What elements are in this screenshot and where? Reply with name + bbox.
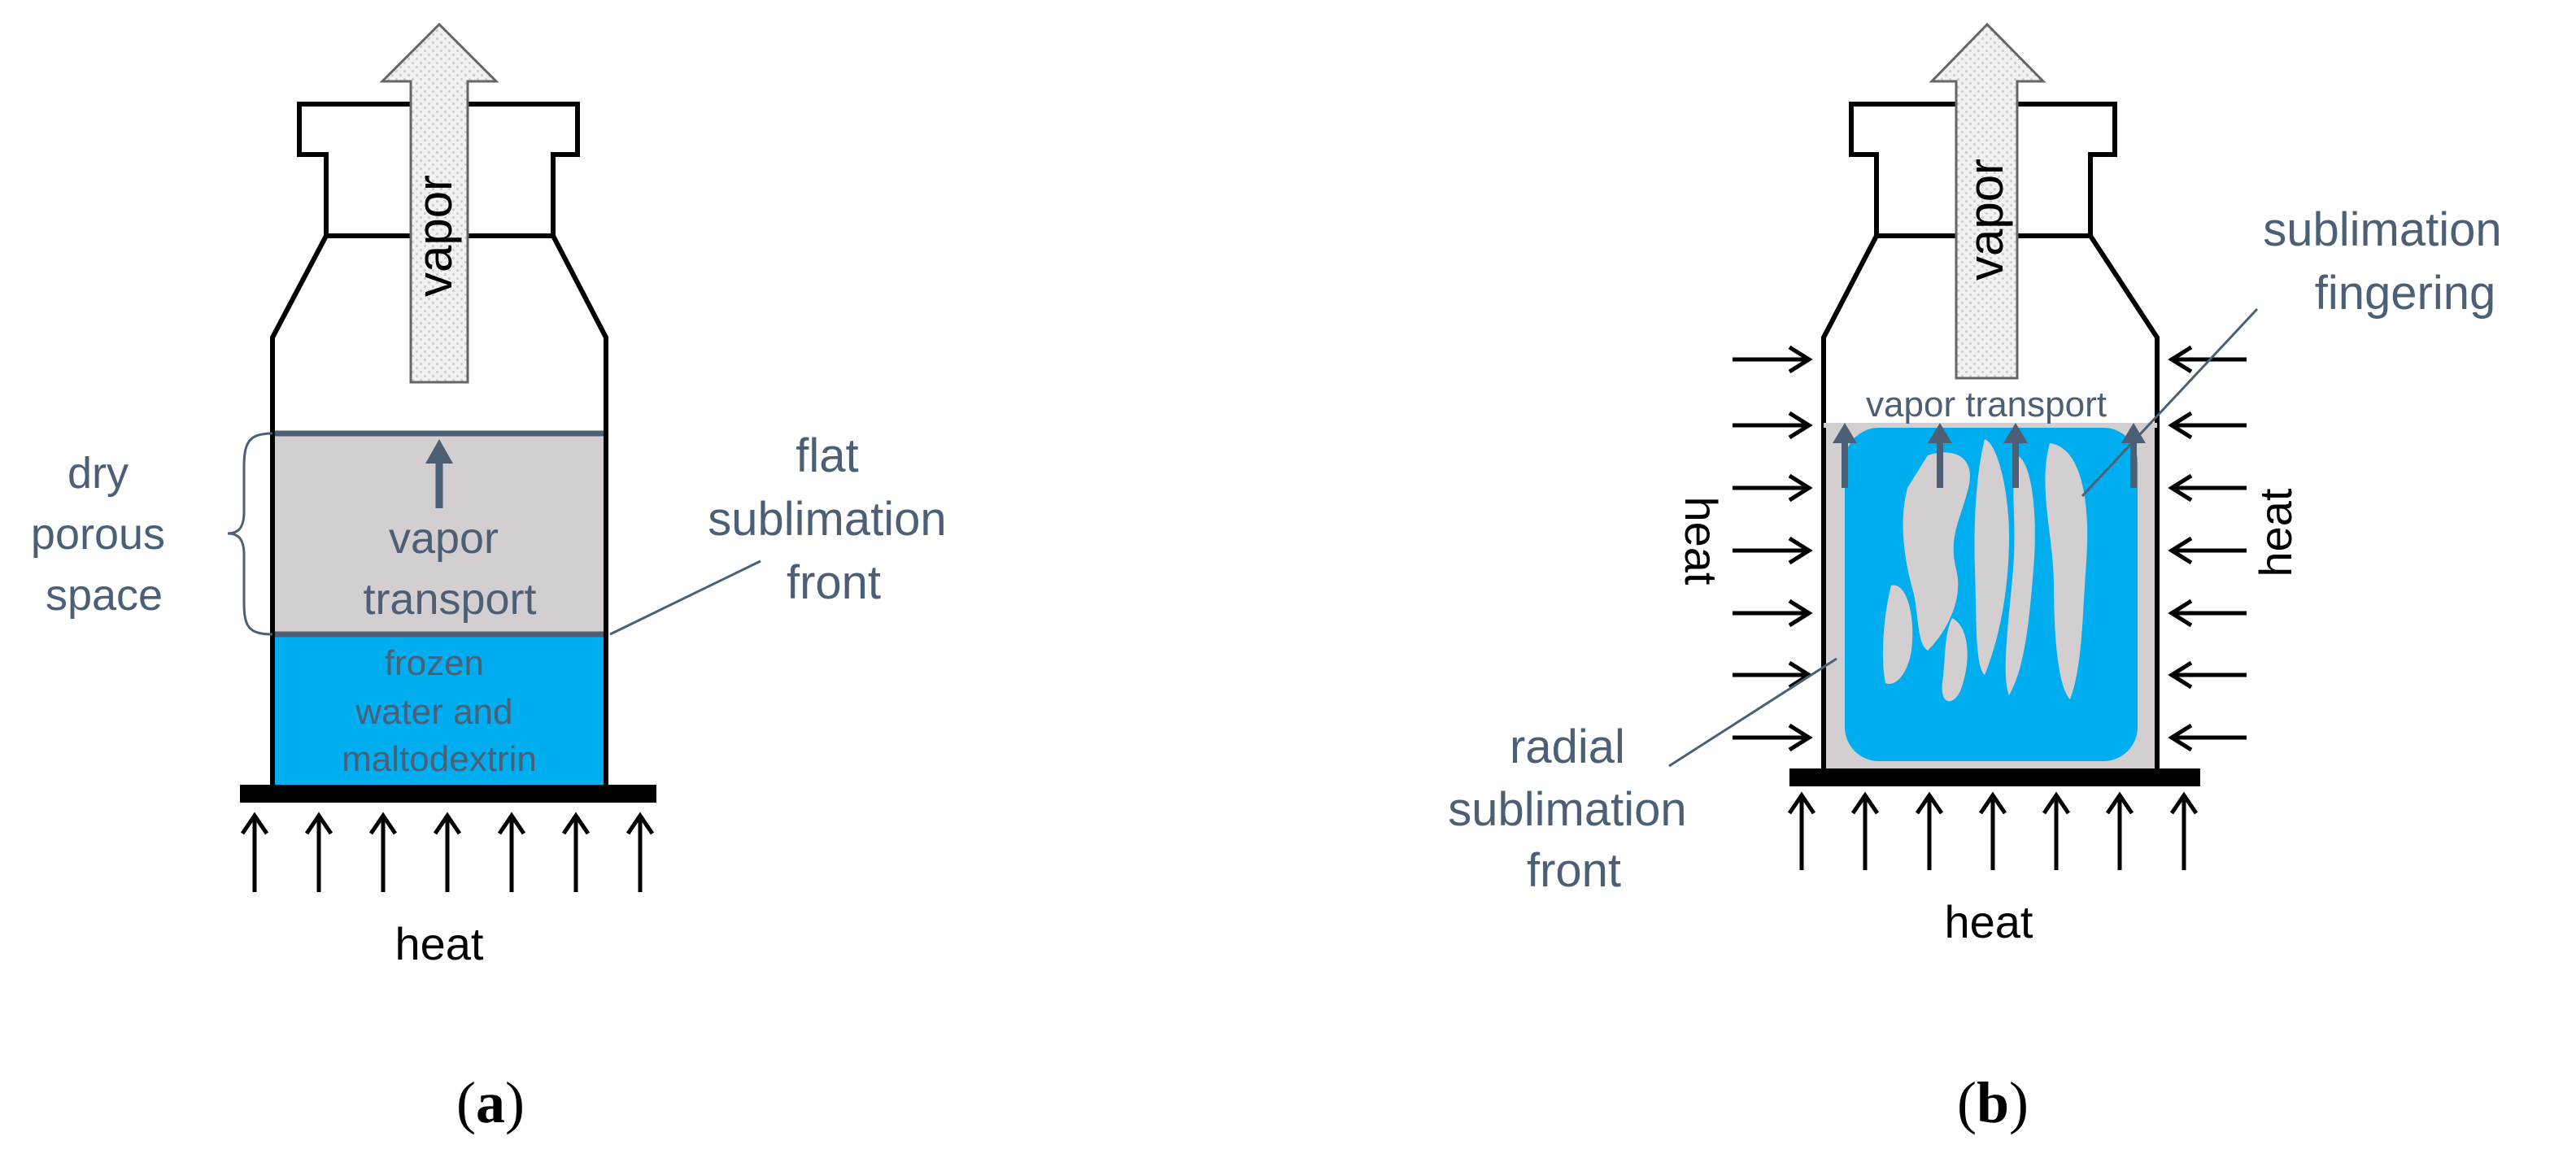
panel-a: vapor vapor transport frozen water and m…	[31, 22, 960, 1135]
fingering-callout-line	[2081, 307, 2259, 498]
front-label-2: sublimation	[708, 493, 946, 546]
heat-arrow	[2168, 723, 2247, 752]
radial-callout-line	[1668, 657, 1837, 768]
right-heat-arrows	[2168, 345, 2247, 752]
heat-label-bottom-a: heat	[395, 918, 484, 969]
vapor-transport-label-2: transport	[363, 575, 536, 624]
svg-text:flat sublimation f: flat sublimation front	[708, 429, 960, 609]
heat-arrow	[2105, 791, 2134, 870]
heat-arrow	[1733, 660, 1813, 690]
panel-b: vapor vapor transport heat	[1448, 22, 2515, 1135]
heat-label-bottom-b: heat	[1945, 896, 2033, 947]
sublimation-fingers	[1882, 439, 2088, 702]
heat-arrow	[368, 812, 398, 892]
frozen-layer	[272, 634, 606, 785]
heat-arrow	[1733, 473, 1813, 503]
heat-arrow	[1733, 345, 1813, 374]
frozen-label-1: frozen	[385, 643, 484, 683]
vapor-arrow-label: vapor	[408, 175, 462, 297]
front-callout-line	[609, 559, 761, 636]
radial-label-3: front	[1527, 844, 1621, 897]
vapor-up-arrow	[1833, 423, 1857, 488]
svg-text:sublimation fingering: sublimation fingering	[2263, 203, 2515, 320]
vapor-up-arrow-head	[425, 439, 453, 464]
heat-arrow	[2042, 791, 2071, 870]
vapor-transport-arrows-b	[1833, 423, 2146, 488]
vapor-arrow-label-b: vapor	[1959, 159, 2013, 281]
vapor-transport-label-1: vapor	[389, 514, 499, 563]
fingering-label-2: fingering	[2315, 267, 2495, 320]
vapor-arrow	[379, 22, 499, 384]
bottom-heat-arrows	[240, 812, 655, 892]
frozen-label-3: maltodextrin	[342, 739, 537, 779]
heat-arrow	[1915, 791, 1944, 870]
front-label-1: flat	[795, 429, 858, 482]
vapor-up-arrow	[1928, 423, 1952, 488]
vapor-transport-label-b: vapor transport	[1866, 385, 2107, 424]
heat-arrow	[2168, 599, 2247, 628]
heat-arrow	[1733, 411, 1813, 440]
heat-label-left-b: heat	[1676, 497, 1727, 586]
heat-arrow	[304, 812, 333, 892]
heat-arrow	[1733, 599, 1813, 628]
heat-arrow	[497, 812, 526, 892]
heat-arrow	[1787, 791, 1816, 870]
svg-text:frozen water and m: frozen water and maltodextrin	[342, 643, 537, 779]
heating-plate-b	[1789, 768, 2200, 786]
heat-arrow	[1733, 723, 1813, 752]
heat-arrow	[1850, 791, 1880, 870]
dry-space-label-3: space	[46, 571, 163, 620]
heat-arrow	[2168, 660, 2247, 690]
left-heat-arrows	[1733, 345, 1813, 752]
vapor-up-arrow	[2003, 423, 2028, 488]
vapor-up-arrow	[2121, 423, 2146, 488]
front-label-3: front	[787, 556, 881, 609]
heat-arrow	[2168, 536, 2247, 565]
svg-text:dry porous space: dry porous space	[31, 449, 177, 620]
bottom-heat-arrows-b	[1787, 791, 2199, 870]
heat-arrow	[625, 812, 655, 892]
heat-arrow	[1733, 536, 1813, 565]
dry-space-label-2: porous	[31, 510, 165, 559]
radial-label-1: radial	[1510, 720, 1625, 773]
heat-arrow	[1978, 791, 2007, 870]
heat-arrow	[561, 812, 591, 892]
dry-space-label-1: dry	[68, 449, 129, 498]
svg-text:vapor transport: vapor transport	[363, 514, 536, 624]
caption-b: b	[1977, 1070, 2009, 1135]
heat-arrow	[2169, 791, 2199, 870]
heat-arrow	[240, 812, 269, 892]
svg-text:radial sublimation: radial sublimation front	[1448, 720, 1700, 897]
vapor-arrow-b	[1929, 22, 2046, 380]
radial-label-2: sublimation	[1448, 783, 1686, 836]
svg-text:(a): (a)	[456, 1070, 525, 1135]
heat-arrow	[2168, 411, 2247, 440]
heat-arrow	[2168, 473, 2247, 503]
frozen-label-2: water and	[355, 692, 512, 732]
heat-arrow	[433, 812, 462, 892]
fingering-label-1: sublimation	[2263, 203, 2501, 256]
caption-a: a	[476, 1070, 505, 1135]
heat-label-right-b: heat	[2250, 488, 2301, 577]
heating-plate	[240, 785, 656, 803]
dry-space-brace	[227, 432, 273, 636]
svg-text:(b): (b)	[1957, 1070, 2029, 1135]
